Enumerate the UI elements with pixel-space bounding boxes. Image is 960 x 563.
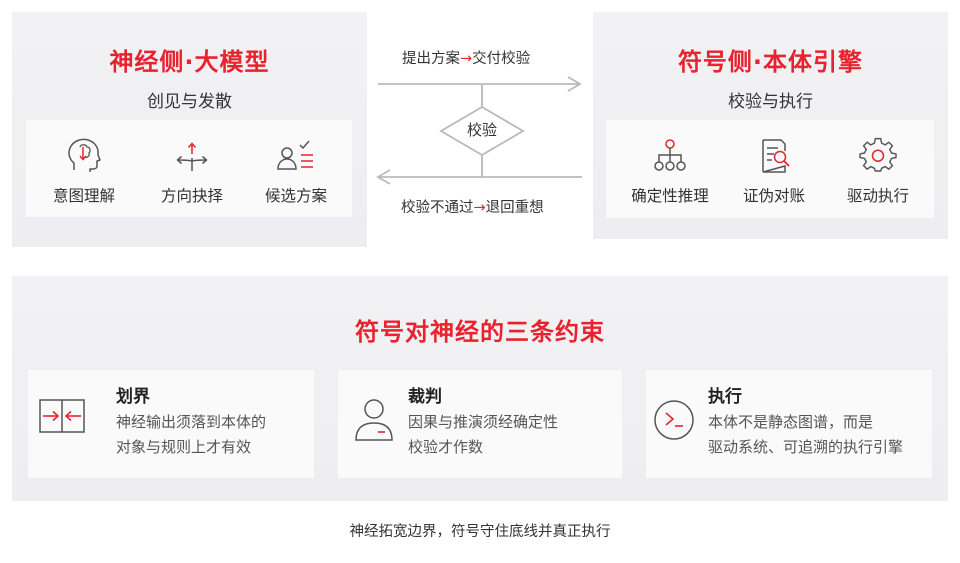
feature-direction: 方向抉择	[138, 120, 246, 217]
constraint-card-boundary: 划界 神经输出须落到本体的 对象与规则上才有效	[28, 370, 314, 478]
constraint-card-execute: 执行 本体不是静态图谱，而是 驱动系统、可追溯的执行引擎	[646, 370, 932, 478]
feature-label: 意图理解	[52, 187, 115, 205]
card-description: 本体不是静态图谱，而是 驱动系统、可追溯的执行引擎	[708, 413, 904, 456]
constraints-title: 符号对神经的三条约束	[355, 318, 605, 346]
neural-title: 神经侧·大模型	[109, 48, 270, 76]
feature-verification: 证伪对账	[720, 120, 828, 218]
feature-label: 方向抉择	[160, 187, 223, 205]
feature-execution: 驱动执行	[824, 120, 932, 218]
symbol-feature-box: 确定性推理 证伪对账 驱动执行	[606, 120, 934, 218]
symbol-panel: 符号侧·本体引擎 校验与执行 确定性推理	[593, 12, 948, 239]
card-title: 执行	[708, 387, 742, 407]
return-arrowhead	[376, 169, 391, 185]
feature-label: 确定性推理	[631, 187, 709, 205]
feature-intent: 意图理解	[30, 120, 138, 217]
neural-subtitle: 创见与发散	[147, 92, 232, 112]
bottom-caption: 神经拓宽边界，符号守住底线并真正执行	[349, 524, 611, 540]
card-title: 裁判	[408, 387, 442, 407]
forward-arrowhead	[567, 76, 582, 92]
feature-candidates: 候选方案	[242, 120, 350, 217]
direction-arrows-icon	[176, 142, 208, 171]
hierarchy-tree-icon	[654, 139, 686, 171]
gear-icon	[859, 137, 897, 172]
diamond-label: 校验	[466, 121, 497, 139]
card-description: 因果与推演须经确定性 校验才作数	[408, 413, 559, 456]
red-arrow: →	[460, 51, 473, 67]
feature-label: 证伪对账	[742, 187, 805, 205]
card-title: 划界	[116, 387, 150, 407]
feature-label: 驱动执行	[846, 187, 909, 205]
feature-label: 候选方案	[264, 187, 327, 205]
symbol-title: 符号侧·本体引擎	[677, 48, 864, 76]
forward-flow-label: 提出方案→交付校验	[402, 51, 531, 67]
feature-reasoning: 确定性推理	[616, 120, 724, 218]
neural-panel: 神经侧·大模型 创见与发散 意图理解 方向抉择	[12, 12, 367, 247]
symbol-subtitle: 校验与执行	[728, 92, 813, 112]
judge-person-icon	[355, 399, 393, 441]
return-flow-label: 校验不通过→退回重想	[401, 200, 544, 216]
boundary-arrows-icon	[39, 399, 85, 433]
candidate-list-icon	[277, 140, 313, 170]
red-arrow: →	[473, 200, 486, 216]
head-brain-icon	[68, 138, 101, 172]
document-search-icon	[762, 139, 790, 173]
neural-feature-box: 意图理解 方向抉择 候选方案	[26, 120, 352, 217]
constraints-panel: 符号对神经的三条约束 划界 神经输出须落到本体的 对象与规则上才有效 裁判 因果…	[12, 276, 948, 501]
terminal-prompt-icon	[654, 400, 694, 440]
constraint-card-judge: 裁判 因果与推演须经确定性 校验才作数	[338, 370, 622, 478]
card-description: 神经输出须落到本体的 对象与规则上才有效	[116, 413, 267, 456]
